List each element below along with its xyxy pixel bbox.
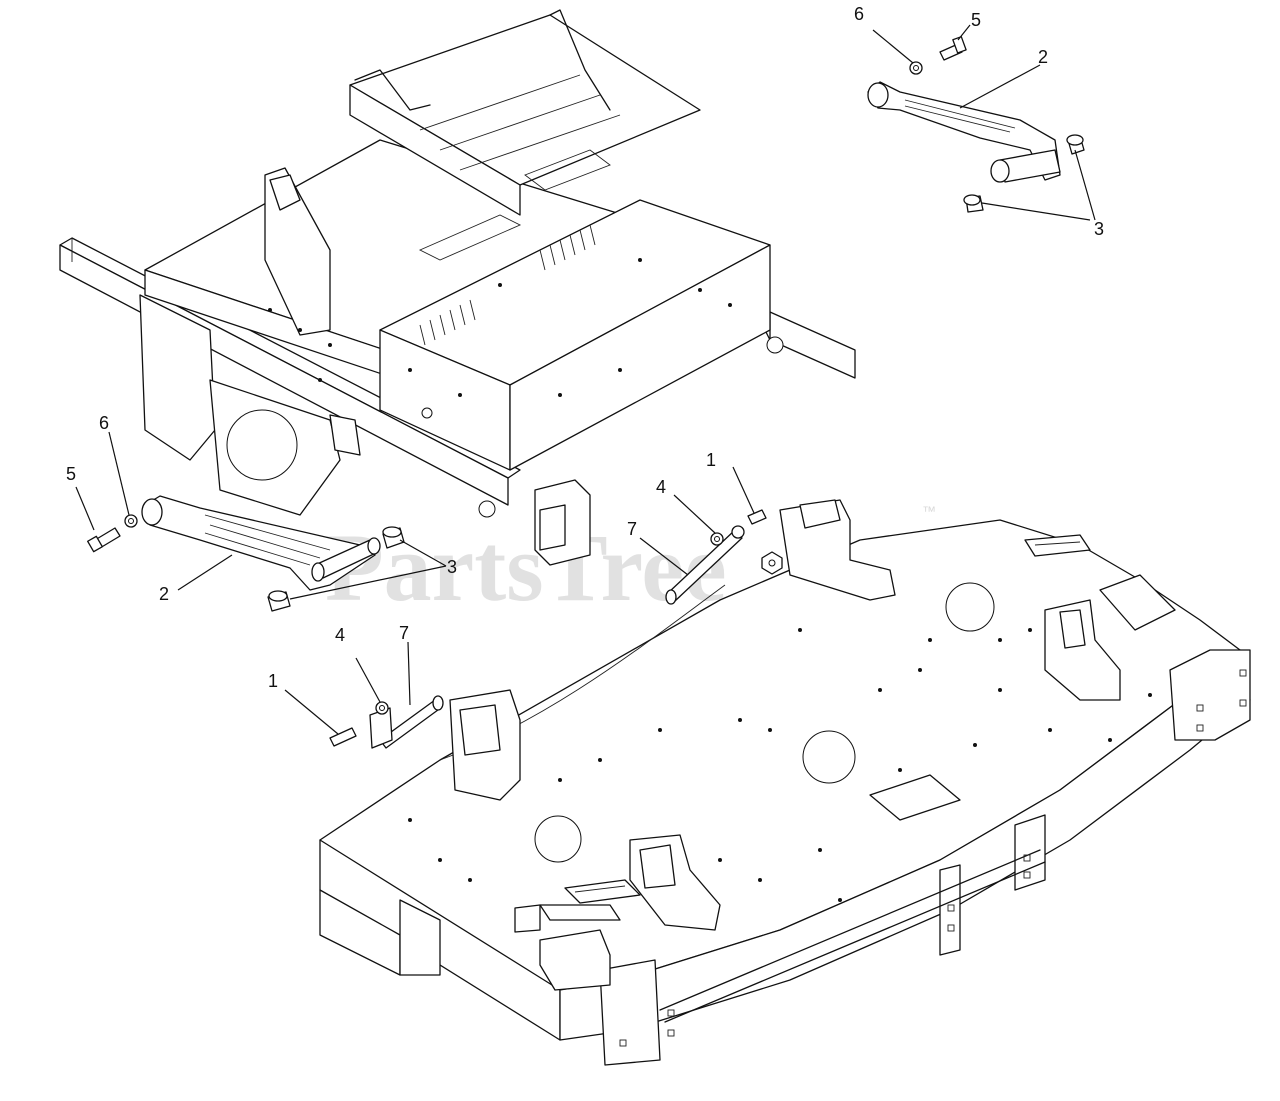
callout-4-low: 4 xyxy=(335,625,345,645)
watermark-trademark: ™ xyxy=(922,503,936,519)
callout-4-mid: 4 xyxy=(656,477,666,497)
callout-5-top: 5 xyxy=(971,10,981,30)
callout-5-left: 5 xyxy=(66,464,76,484)
lift-arm-top xyxy=(867,36,1085,213)
mower-deck xyxy=(319,499,1251,1066)
callout-6-top: 6 xyxy=(854,4,864,24)
pin-hardware-low xyxy=(329,695,444,749)
chassis-frame xyxy=(59,9,856,566)
pin-hardware-mid xyxy=(665,509,783,605)
callout-2-top: 2 xyxy=(1038,47,1048,67)
callout-3-top: 3 xyxy=(1094,219,1104,239)
callout-1-mid: 1 xyxy=(706,450,716,470)
callout-leaders xyxy=(75,24,1096,735)
lift-arm-left xyxy=(87,495,405,612)
callout-7-mid: 7 xyxy=(627,519,637,539)
callout-6-left: 6 xyxy=(99,413,109,433)
callout-2-left: 2 xyxy=(159,584,169,604)
callout-3-mid: 3 xyxy=(447,557,457,577)
callout-7-low: 7 xyxy=(399,623,409,643)
callout-1-low: 1 xyxy=(268,671,278,691)
callout-labels: 6 5 2 3 6 5 2 3 1 4 7 4 7 1 xyxy=(66,4,1104,691)
